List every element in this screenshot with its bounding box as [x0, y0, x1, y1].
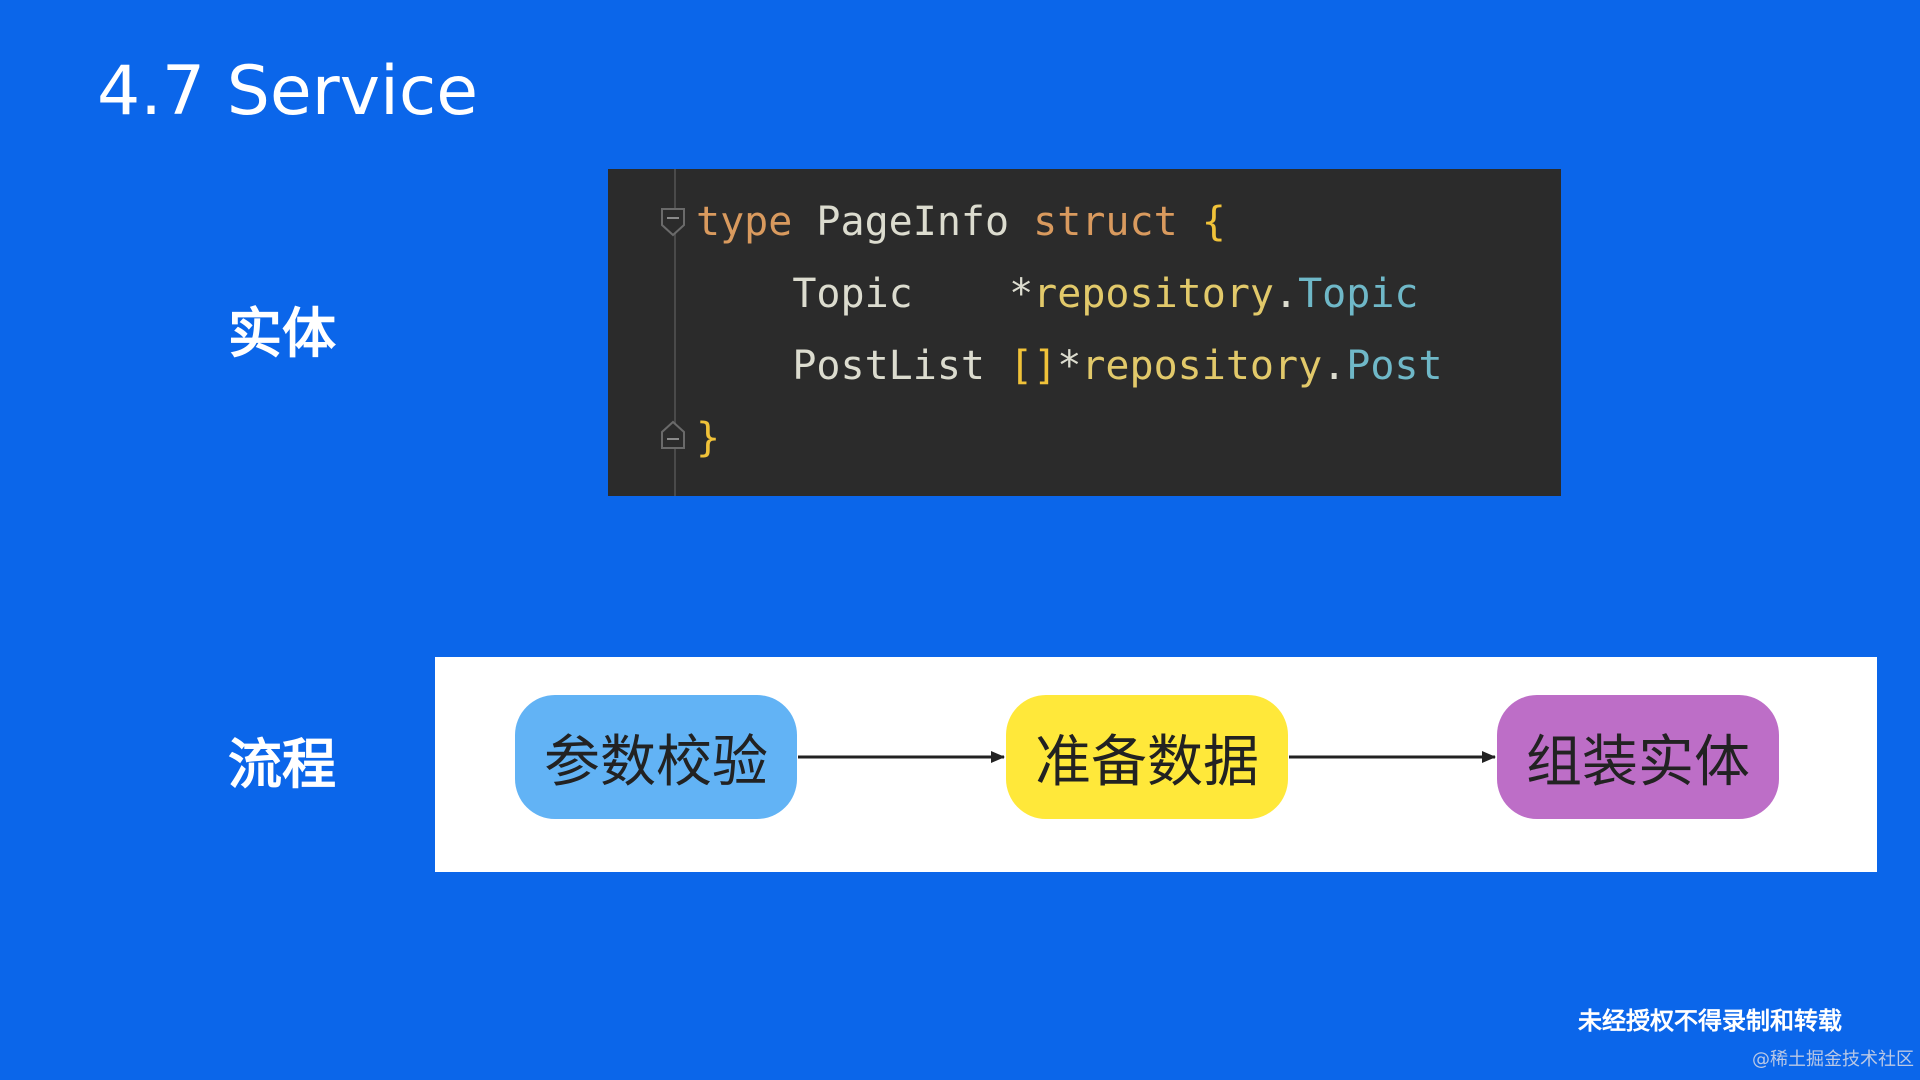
- struct-name: PageInfo: [816, 199, 1010, 245]
- fold-end-icon[interactable]: [660, 420, 686, 450]
- code-line-topic-field: Topic *repository.Topic: [696, 270, 1419, 318]
- keyword-type: type: [696, 199, 793, 245]
- flow-step-validate: 参数校验: [515, 695, 797, 819]
- slide-title: 4.7 Service: [97, 52, 479, 131]
- flow-arrows: [798, 751, 1496, 763]
- package-name: repository: [1081, 343, 1323, 389]
- flow-panel: 参数校验 准备数据 组装实体: [435, 657, 1877, 872]
- fold-collapse-icon[interactable]: [660, 207, 686, 237]
- pointer-star: *: [1009, 271, 1034, 317]
- field-name: Topic: [792, 271, 913, 317]
- dot: .: [1322, 343, 1347, 389]
- community-watermark: @稀土掘金技术社区: [1752, 1049, 1914, 1070]
- slice-brackets: []: [1009, 343, 1058, 389]
- flow-step-prepare-data: 准备数据: [1006, 695, 1288, 819]
- open-brace: {: [1201, 199, 1226, 245]
- close-brace: }: [696, 415, 721, 461]
- package-name: repository: [1033, 271, 1274, 317]
- field-name: PostList: [792, 343, 985, 389]
- code-line-postlist-field: PostList []*repository.Post: [696, 342, 1443, 390]
- dot: .: [1274, 271, 1299, 317]
- gutter-line: [674, 169, 676, 496]
- code-line-struct-decl: type PageInfo struct {: [696, 198, 1226, 246]
- code-panel: type PageInfo struct { Topic *repository…: [608, 169, 1561, 496]
- keyword-struct: struct: [1033, 199, 1178, 245]
- type-ref: Post: [1346, 343, 1443, 389]
- flow-step-assemble-entity: 组装实体: [1497, 695, 1779, 819]
- code-line-close: }: [696, 414, 720, 462]
- type-ref: Topic: [1298, 271, 1419, 317]
- copyright-notice: 未经授权不得录制和转载: [1578, 1007, 1842, 1035]
- entity-label: 实体: [228, 302, 336, 365]
- pointer-star: *: [1057, 343, 1082, 389]
- process-label: 流程: [228, 733, 336, 796]
